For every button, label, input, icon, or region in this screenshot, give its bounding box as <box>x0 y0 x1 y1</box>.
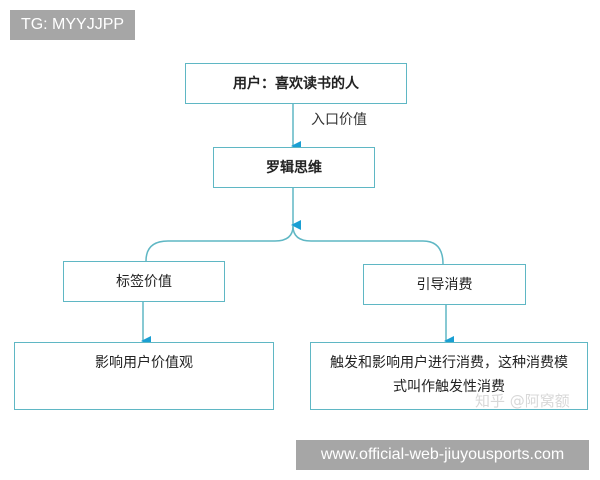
node-guide-consumption: 引导消费 <box>363 264 526 305</box>
branch-right <box>292 225 444 265</box>
node-user: 用户：喜欢读书的人 <box>185 63 407 104</box>
node-logic: 罗辑思维 <box>213 147 375 188</box>
watermark-bottom: www.official-web-jiuyousports.com <box>296 440 589 470</box>
node-influence-values: 影响用户价值观 <box>14 342 274 410</box>
branch-left <box>145 225 294 262</box>
node-tag-value: 标签价值 <box>63 261 225 302</box>
node-trigger-consumption: 触发和影响用户进行消费，这种消费模式叫作触发性消费 <box>310 342 588 410</box>
watermark-zhihu: 知乎 @阿窝额 <box>475 392 570 410</box>
watermark-top: TG: MYYJJPP <box>10 10 135 40</box>
edge-label-entry-value: 入口价值 <box>311 112 367 128</box>
